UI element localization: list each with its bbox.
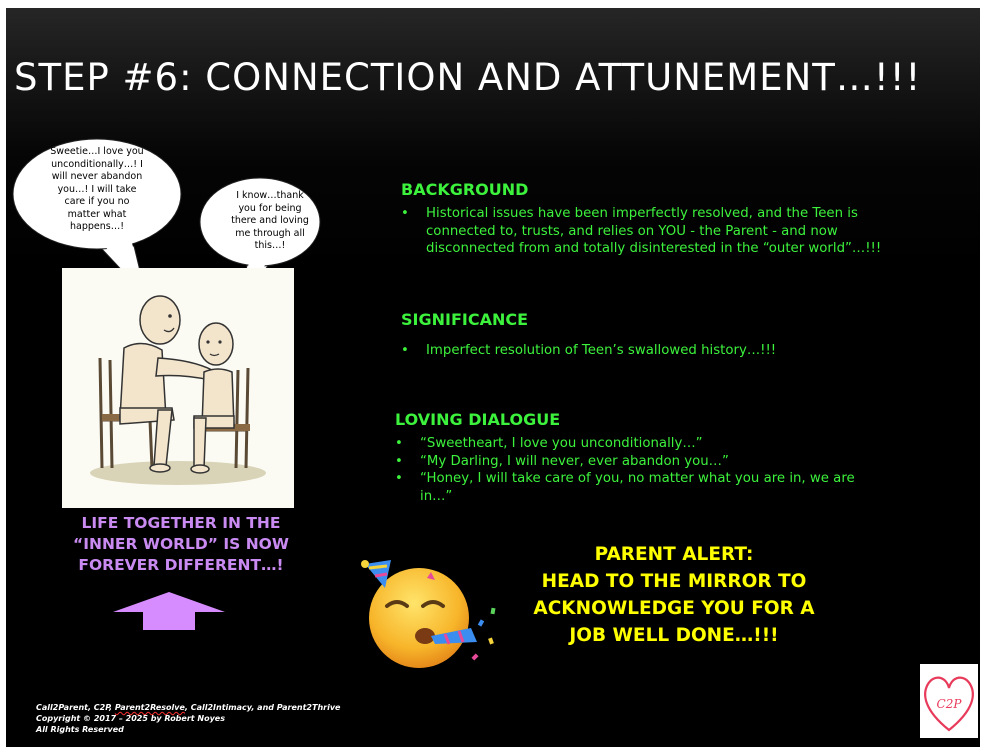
- parent-speech-text: Sweetie…I love you unconditionally…! I w…: [50, 146, 144, 232]
- background-heading: BACKGROUND: [401, 180, 529, 199]
- list-item: Historical issues have been imperfectly …: [401, 205, 961, 258]
- list-item: Imperfect resolution of Teen’s swallowed…: [401, 342, 961, 360]
- trademark-line: Call2Parent, C2P, Parent2Resolve, Call2I…: [36, 703, 341, 712]
- party-face-emoji-icon: [361, 560, 496, 668]
- copyright-footer: Call2Parent, C2P, Parent2Resolve, Call2I…: [36, 702, 340, 735]
- up-arrow-icon: [113, 592, 225, 630]
- copyright-line: Copyright © 2017 – 2025 by Robert Noyes: [36, 714, 225, 723]
- heart-logo-icon: C2P: [924, 676, 974, 732]
- list-item: “Sweetheart, I love you unconditionally……: [395, 435, 935, 453]
- figures-drawing: [90, 295, 266, 485]
- c2p-logo: C2P: [920, 664, 978, 738]
- rights-line: All Rights Reserved: [36, 725, 124, 734]
- logo-text: C2P: [937, 697, 963, 711]
- loving-dialogue-bullets: “Sweetheart, I love you unconditionally……: [395, 435, 935, 505]
- slide-title: STEP #6: CONNECTION AND ATTUNEMENT…!!!: [14, 56, 922, 99]
- background-bullets: Historical issues have been imperfectly …: [401, 205, 961, 258]
- parent-teen-illustration: [62, 268, 294, 508]
- loving-dialogue-heading: LOVING DIALOGUE: [395, 410, 561, 429]
- significance-bullets: Imperfect resolution of Teen’s swallowed…: [401, 342, 961, 360]
- teen-speech-text: I know…thank you for being there and lov…: [231, 190, 309, 251]
- list-item: “Honey, I will take care of you, no matt…: [395, 470, 935, 505]
- list-item: “My Darling, I will never, ever abandon …: [395, 453, 935, 471]
- slide: STEP #6: CONNECTION AND ATTUNEMENT…!!! S…: [6, 8, 980, 747]
- inner-world-caption: LIFE TOGETHER IN THE “INNER WORLD” IS NO…: [73, 514, 289, 574]
- significance-heading: SIGNIFICANCE: [401, 310, 529, 329]
- parent-alert: PARENT ALERT: HEAD TO THE MIRROR TO ACKN…: [533, 544, 815, 646]
